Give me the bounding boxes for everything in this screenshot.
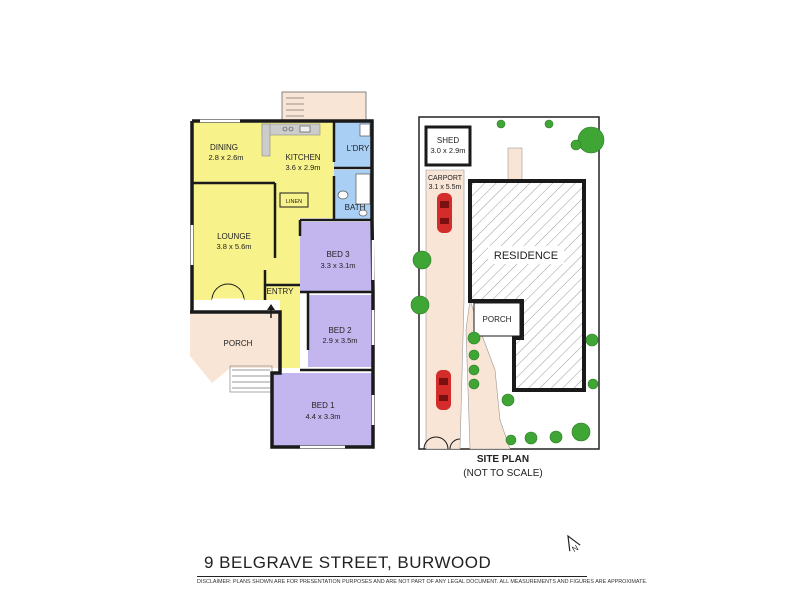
north-arrow-icon: N [567, 534, 581, 554]
shed [424, 125, 472, 167]
tree-icon [501, 393, 515, 407]
residence-label-bg [488, 246, 564, 264]
room-dims-bed2: 2.9 x 3.5m [322, 336, 357, 345]
room-dims-bed3: 3.3 x 3.1m [320, 261, 355, 270]
sink-icon [299, 125, 311, 133]
entry-arrow-icon [267, 304, 275, 318]
toilet-icon [358, 209, 368, 217]
front-gate [423, 436, 461, 450]
linen-cupboard [279, 192, 309, 208]
footer-divider [197, 576, 587, 577]
basin-icon [337, 190, 349, 200]
room-label-bath: BATH [345, 203, 366, 212]
shed-dims: 3.0 x 2.9m [430, 146, 465, 155]
room-label-bed3: BED 3 [326, 250, 350, 259]
tree-icon [496, 119, 506, 129]
tree-icon [468, 364, 480, 376]
shed-label: SHED [437, 136, 459, 145]
room-label-entry: ENTRY [267, 287, 295, 296]
lounge-french-doors [211, 283, 245, 302]
room-label-porch: PORCH [224, 339, 253, 348]
tree-icon [571, 422, 591, 442]
tree-icon [505, 434, 517, 446]
car-icon [437, 193, 452, 233]
kitchen-side-bench [261, 123, 271, 157]
tree-icon [410, 295, 430, 315]
site-porch-label: PORCH [483, 315, 512, 324]
tree-icon [577, 126, 605, 154]
bed1-room [272, 373, 373, 447]
room-dims-kitchen: 3.6 x 2.9m [285, 163, 320, 172]
room-label-bed2: BED 2 [328, 326, 352, 335]
site-porch [473, 302, 521, 337]
stove-icon [282, 126, 288, 132]
tree-icon [468, 378, 480, 390]
bed2-room [308, 295, 373, 367]
stove-icon [288, 126, 294, 132]
tree-icon [549, 430, 563, 444]
room-label-linen: LINEN [286, 199, 302, 205]
room-label-bed1: BED 1 [311, 401, 335, 410]
tree-icon [412, 250, 432, 270]
north-label: N [570, 543, 580, 554]
back-deck [281, 91, 367, 121]
residence-label: RESIDENCE [494, 250, 558, 262]
tree-icon [570, 139, 582, 151]
floor-plan: DINING 2.8 x 2.6m KITCHEN 3.6 x 2.9m L'D… [190, 91, 375, 449]
car-icon [436, 370, 451, 410]
room-label-lounge: LOUNGE [217, 232, 251, 241]
carport-dims: 3.1 x 5.5m [429, 184, 462, 191]
windows [190, 119, 375, 449]
porch-area [190, 312, 280, 383]
site-plan: SHED 3.0 x 2.9m CARPORT 3.1 x 5.5m RESID… [410, 116, 605, 450]
property-address: 9 BELGRAVE STREET, BURWOOD [204, 553, 492, 572]
bed3-room [300, 222, 373, 292]
back-steps [286, 97, 304, 117]
residence-hatch [472, 183, 582, 388]
room-label-kitchen: KITCHEN [285, 153, 320, 162]
site-plan-subtitle: (NOT TO SCALE) [463, 468, 543, 479]
tree-icon [467, 331, 481, 345]
site-plan-title: SITE PLAN [476, 454, 530, 465]
interior-walls [192, 121, 373, 372]
laundry-tub-icon [359, 123, 371, 137]
tree-icon [587, 378, 599, 390]
porch-steps [229, 365, 273, 393]
disclaimer-text: DISCLAIMER: PLANS SHOWN ARE FOR PRESENTA… [197, 579, 648, 585]
rear-path [507, 147, 523, 181]
kitchen-bench [261, 123, 321, 136]
room-dims-bed1: 4.4 x 3.3m [305, 412, 340, 421]
carport-label: CARPORT [428, 175, 463, 182]
room-label-dining: DINING [210, 143, 238, 152]
tree-icon [585, 333, 599, 347]
tree-icon [544, 119, 554, 129]
room-dims-lounge: 3.8 x 5.6m [216, 242, 251, 251]
room-label-laundry: L'DRY [347, 144, 370, 153]
driveway [425, 169, 465, 450]
tree-icon [468, 349, 480, 361]
bathtub-icon [355, 173, 371, 205]
tree-icon [524, 431, 538, 445]
trees [410, 119, 605, 446]
room-dims-dining: 2.8 x 2.6m [208, 153, 243, 162]
